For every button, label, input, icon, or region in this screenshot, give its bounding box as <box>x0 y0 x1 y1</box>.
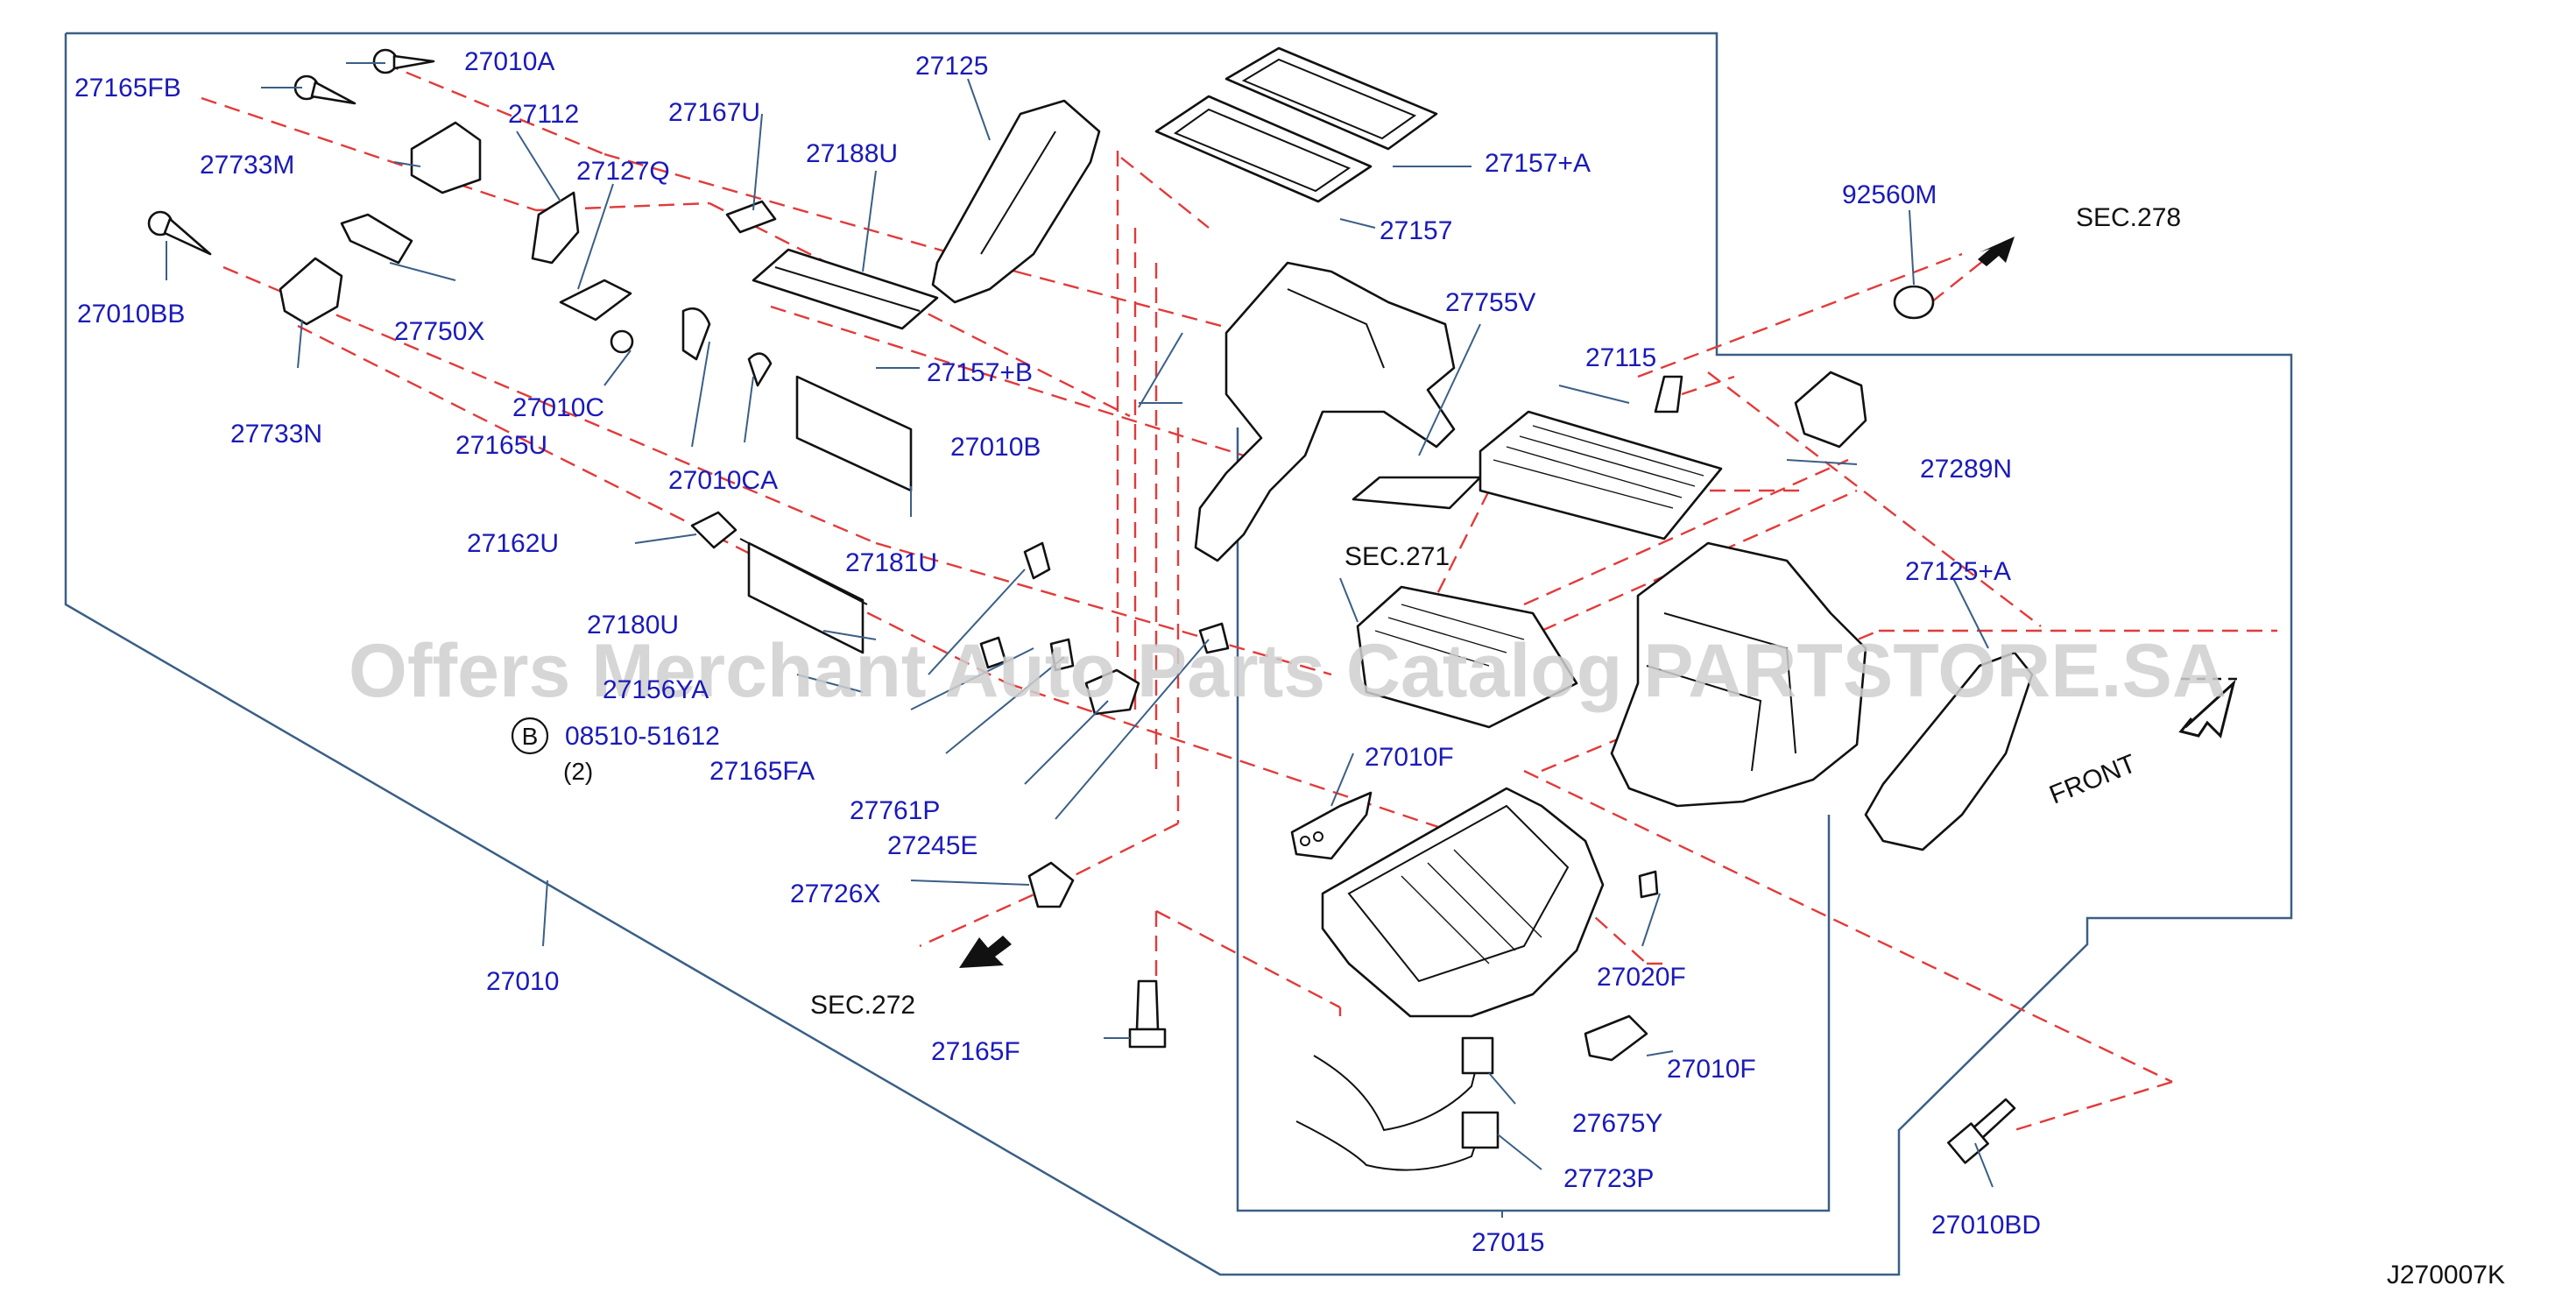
bracket-27010F-top-icon <box>1290 791 1373 860</box>
part-label[interactable]: 27125 <box>915 52 988 81</box>
part-label[interactable]: 27180U <box>587 611 679 639</box>
part-label[interactable]: 27165U <box>455 431 547 460</box>
part-label[interactable]: 27726X <box>790 880 880 908</box>
bolt-note-letter: B <box>522 723 539 750</box>
grommet-92560M-icon <box>1893 285 1935 320</box>
clip-27165U-icon <box>681 307 711 361</box>
bracket-27010F-bot-icon <box>1584 1014 1648 1062</box>
bracket-27733M-icon <box>410 121 482 194</box>
part-label[interactable]: 27112 <box>508 100 579 129</box>
connector-27723P-icon <box>1461 1111 1500 1149</box>
part-label[interactable]: 27010BB <box>77 300 185 329</box>
part-label[interactable]: 27733N <box>230 420 322 449</box>
seal-27755V-icon <box>1352 476 1482 510</box>
watermark-text: Offers Merchant Auto Parts Catalog PARTS… <box>349 629 2227 713</box>
duct-right-icon <box>1864 651 2034 851</box>
part-label[interactable]: 27015 <box>1471 1228 1544 1257</box>
lever-27112-icon <box>531 191 580 265</box>
filter-27157A-icon <box>1224 46 1438 151</box>
screw-27010A-icon <box>372 48 435 74</box>
bolt-note: B 08510-51612 (2) <box>511 717 720 785</box>
part-label[interactable]: 27157 <box>1380 216 1452 245</box>
part-label[interactable]: 27167U <box>668 98 760 127</box>
bracket-27750X-icon <box>340 213 413 265</box>
housing-27125A-icon <box>1610 541 1867 808</box>
part-label[interactable]: 27162U <box>467 529 559 558</box>
bracket-27733N-icon <box>279 257 343 326</box>
section-refs: SEC.278 SEC.271 SEC.272 <box>810 203 2181 1020</box>
part-label[interactable]: 27010C <box>512 393 604 422</box>
part-label[interactable]: 27733M <box>200 151 294 180</box>
part-label[interactable]: 27723P <box>1563 1164 1654 1193</box>
part-label[interactable]: 27761P <box>850 796 940 825</box>
part-label[interactable]: 27020F <box>1597 963 1686 992</box>
sensor-27726X-icon <box>1027 861 1075 908</box>
section-ref[interactable]: SEC.271 <box>1344 542 1450 571</box>
part-labels: 27165FB 27010A 27112 27167U 27125 27733M… <box>74 47 2041 1257</box>
washer-27010C-icon <box>610 329 634 354</box>
part-label[interactable]: 27289N <box>1920 455 2012 484</box>
spring-27010CA-icon <box>747 352 773 387</box>
door-27180U-icon <box>747 541 865 654</box>
duct-27125-icon <box>931 99 1101 304</box>
leader-lines <box>166 62 1994 1218</box>
part-label[interactable]: 27165FB <box>74 74 181 102</box>
screw-27010BB-icon <box>147 210 212 256</box>
bolt-27010BD-icon <box>1947 1098 2016 1164</box>
bolt-27165F-icon <box>1128 979 1167 1049</box>
part-label[interactable]: 27750X <box>394 317 484 346</box>
part-label[interactable]: 27157+B <box>927 358 1033 387</box>
part-label[interactable]: 27188U <box>806 139 898 168</box>
part-label[interactable]: 27156YA <box>603 675 709 704</box>
part-label[interactable]: 92560M <box>1842 180 1937 209</box>
part-label[interactable]: 27165F <box>931 1037 1020 1066</box>
part-label[interactable]: 27165FA <box>709 757 815 786</box>
subassembly-frame <box>1236 427 1831 1212</box>
part-label[interactable]: 27755V <box>1445 288 1535 317</box>
section-ref[interactable]: SEC.278 <box>2076 203 2181 232</box>
actuator-27761P-icon <box>1084 668 1140 716</box>
screw-27165FB-icon <box>293 74 356 105</box>
arrow-sec278-icon <box>1978 237 2015 266</box>
filter-27157-icon <box>1154 95 1373 203</box>
front-arrow-icon <box>2178 679 2236 738</box>
section-ref[interactable]: SEC.272 <box>810 991 915 1020</box>
part-label[interactable]: 27010 <box>486 967 559 996</box>
assembly-frame <box>64 32 2293 1276</box>
part-label[interactable]: 27010CA <box>668 466 778 495</box>
part-label[interactable]: 27010A <box>464 47 554 76</box>
catalog-code: J270007K <box>2387 1261 2505 1289</box>
door-27181U-icon <box>795 375 913 492</box>
part-label[interactable]: 27125+A <box>1905 557 2011 586</box>
harness-27723P-icon <box>1295 1120 1481 1171</box>
intake-housing-icon <box>1194 261 1456 562</box>
evaporator-icon <box>1356 585 1578 729</box>
lower-case-27015-icon <box>1321 787 1605 1018</box>
clip-27167U-icon <box>725 200 777 234</box>
part-label[interactable]: 27010B <box>950 433 1041 462</box>
bolt-note-qty: (2) <box>563 758 593 785</box>
part-label[interactable]: 27157+A <box>1485 149 1591 178</box>
clip-27156YA-icon <box>1023 541 1051 580</box>
part-label[interactable]: 27010F <box>1365 743 1454 772</box>
part-label[interactable]: 27115 <box>1585 343 1656 372</box>
part-label[interactable]: 27675Y <box>1572 1109 1662 1138</box>
part-label[interactable]: 27181U <box>845 548 937 577</box>
arm-27162U-icon <box>690 511 738 549</box>
part-label[interactable]: 27245E <box>887 831 977 860</box>
part-label[interactable]: 27010F <box>1667 1055 1756 1084</box>
bolt-note-part[interactable]: 08510-51612 <box>565 722 720 751</box>
seal-27289N-icon <box>1794 371 1867 449</box>
part-drawings <box>147 46 2242 1171</box>
heater-core-27115-icon <box>1479 375 1723 540</box>
part-label[interactable]: 27127Q <box>576 157 670 186</box>
arrow-sec272-icon <box>959 936 1012 968</box>
link-27127Q-icon <box>559 279 632 321</box>
harness-27675Y-icon <box>1313 1050 1481 1132</box>
front-label: FRONT <box>2045 749 2140 809</box>
part-label[interactable]: 27010BD <box>1931 1211 2041 1240</box>
clip-27020F-icon <box>1638 870 1659 899</box>
